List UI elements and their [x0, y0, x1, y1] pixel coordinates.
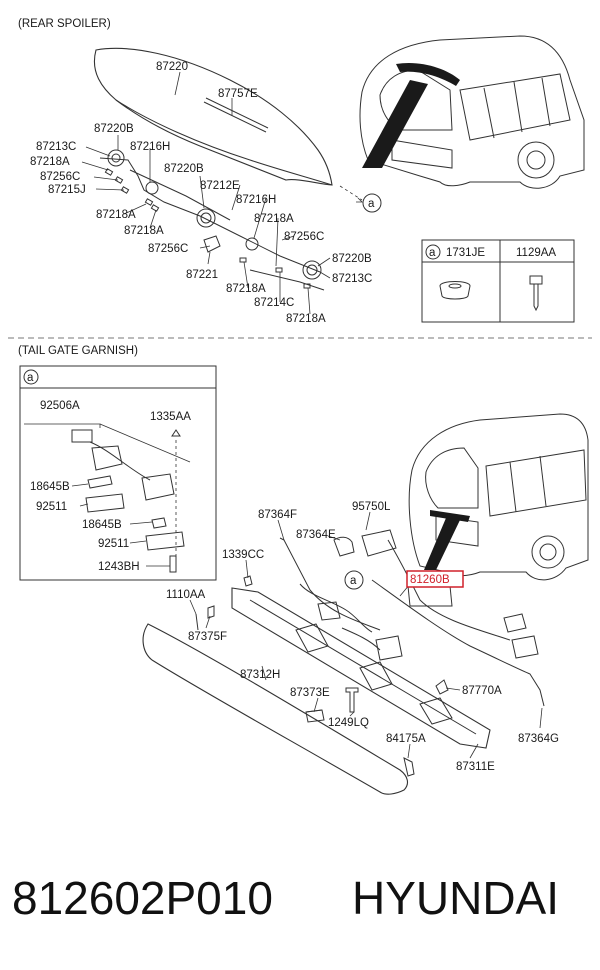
strip-87757e-part [203, 97, 269, 133]
label-87218a-5: 87218A [226, 283, 266, 295]
label-87214c: 87214C [254, 297, 294, 309]
label-95750l: 95750L [352, 501, 391, 513]
car-illustration-bottom [408, 413, 589, 581]
car-illustration-top [359, 35, 585, 189]
label-87312h: 87312H [240, 669, 280, 681]
label-18645b-1: 18645B [30, 481, 70, 493]
label-87216h-1: 87216H [130, 141, 170, 153]
label-92511-2: 92511 [98, 538, 129, 550]
label-87218a-4: 87218A [254, 213, 294, 225]
label-92506a: 92506A [40, 400, 80, 412]
callout-a-garnish-label: a [350, 575, 357, 587]
label-87364f: 87364F [258, 509, 297, 521]
label-84175a: 84175A [386, 733, 426, 745]
label-87218a-3: 87218A [124, 225, 164, 237]
tail-gate-garnish-heading: (TAIL GATE GARNISH) [18, 345, 138, 357]
rear-spoiler-heading: (REAR SPOILER) [18, 18, 111, 30]
label-87218a-1: 87218A [30, 156, 70, 168]
label-87220b-1: 87220B [94, 123, 134, 135]
label-1249lq: 1249LQ [328, 717, 369, 729]
label-87311e: 87311E [456, 761, 495, 773]
label-87256c-3: 87256C [148, 243, 188, 255]
label-87212e: 87212E [200, 180, 240, 192]
spoiler-hardware [81, 71, 363, 315]
label-87364g: 87364G [518, 733, 559, 745]
label-87256c-2: 87256C [284, 231, 324, 243]
license-lamp-box [19, 365, 217, 581]
label-1339cc: 1339CC [222, 549, 264, 561]
label-87220: 87220 [156, 61, 188, 73]
label-1110aa: 1110AA [166, 589, 206, 601]
tail-gate-garnish-assembly [142, 511, 545, 795]
label-87213c-1: 87213C [36, 141, 76, 153]
label-87256c-1: 87256C [40, 171, 80, 183]
label-1243bh: 1243BH [98, 561, 140, 573]
highlight-box-81260b [406, 570, 464, 588]
label-87218a-2: 87218A [96, 209, 136, 221]
callout-a-spoiler [362, 193, 382, 213]
hardware-table [421, 239, 575, 323]
callout-a-garnish [344, 570, 364, 590]
callout-a-spoiler-label: a [368, 198, 375, 210]
label-87375f: 87375F [188, 631, 227, 643]
label-87220b-3: 87220B [332, 253, 372, 265]
label-87757e: 87757E [218, 88, 258, 100]
label-81260b: 81260B [410, 574, 450, 586]
label-92511-1: 92511 [36, 501, 67, 513]
footer-part-number: 812602P010 [12, 872, 273, 924]
label-87213c-2: 87213C [332, 273, 372, 285]
label-18645b-2: 18645B [82, 519, 122, 531]
hardware-table-key: a [429, 247, 436, 259]
rear-spoiler-part [94, 47, 333, 186]
footer-brand: HYUNDAI [352, 872, 559, 924]
label-1335aa: 1335AA [150, 411, 191, 423]
lamp-box-key: a [27, 372, 34, 384]
label-87364e: 87364E [296, 529, 336, 541]
label-87373e: 87373E [290, 687, 330, 699]
label-87218a-6: 87218A [286, 313, 326, 325]
label-87220b-2: 87220B [164, 163, 204, 175]
label-87215j: 87215J [48, 184, 86, 196]
hardware-table-col2: 1129AA [516, 247, 556, 259]
label-87216h-2: 87216H [236, 194, 276, 206]
label-87221: 87221 [186, 269, 218, 281]
hardware-table-col1: 1731JE [446, 247, 485, 259]
label-87770a: 87770A [462, 685, 502, 697]
